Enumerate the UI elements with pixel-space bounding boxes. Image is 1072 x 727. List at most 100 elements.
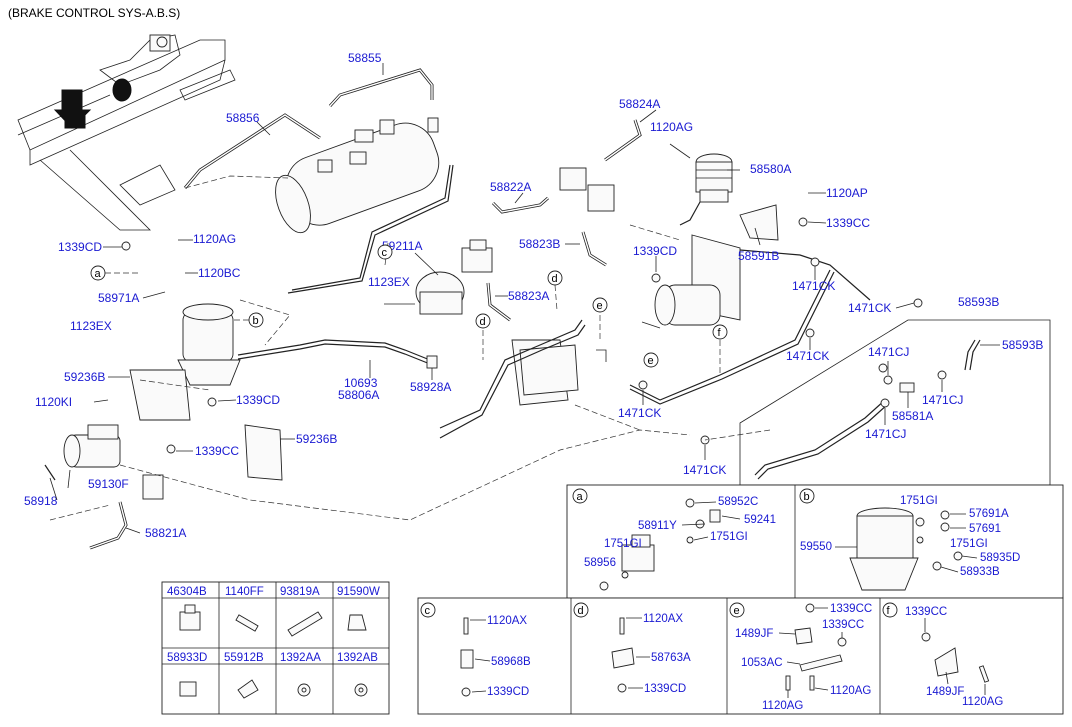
grid-part-number: 93819A <box>280 586 320 598</box>
detail-label: 1120AG <box>830 685 871 697</box>
detail-label: 59550 <box>800 541 832 553</box>
actuator-assembly <box>629 224 871 405</box>
detail-label: 58911Y <box>638 520 677 532</box>
detail-label: 1339CD <box>487 686 529 698</box>
compressor-59130F <box>44 424 283 550</box>
detail-label: 58935D <box>980 552 1020 564</box>
part-label: 1339CC <box>826 216 870 230</box>
part-label: 1123EX <box>368 275 410 289</box>
part-label: 10693 <box>344 376 378 390</box>
air-dryer-assembly <box>129 303 438 421</box>
detail-letter: b <box>804 491 810 503</box>
callout-letter: d <box>480 316 486 328</box>
diagram-title: (BRAKE CONTROL SYS-A.B.S) <box>8 6 181 20</box>
air-tank-assembly <box>183 68 454 294</box>
detail-label: 57691A <box>969 508 1009 520</box>
detail-panel-cdef: c d e f 1120AX 58968B 1339CD 1120AX 5876… <box>417 597 1064 715</box>
part-label: 1120AP <box>826 186 868 200</box>
part-label: 1120KI <box>35 395 72 409</box>
detail-label: 1489JF <box>735 628 773 640</box>
clip-fittings <box>121 217 947 454</box>
grid-part-number: 58933D <box>167 652 207 664</box>
abs-valve-group <box>461 119 642 322</box>
detail-panel-ab: a b 58952C 58911Y 59241 1751GI 1751GI 58… <box>566 484 1064 599</box>
grid-part-number: 91590W <box>337 586 380 598</box>
detail-label: 58933B <box>960 566 1000 578</box>
part-label: 58855 <box>348 51 382 65</box>
part-label: 1471CK <box>786 349 829 363</box>
part-label: 1339CD <box>58 240 102 254</box>
part-label: 58918 <box>24 494 58 508</box>
detail-letter: f <box>887 605 891 617</box>
part-label: 1471CJ <box>865 427 906 441</box>
detail-label: 1751GI <box>950 538 988 550</box>
detail-label: 1339CC <box>905 606 947 618</box>
part-label: 58928A <box>410 380 451 394</box>
grid-part-number: 1392AB <box>337 652 378 664</box>
detail-label: 1339CC <box>830 603 872 615</box>
part-label: 58824A <box>619 97 660 111</box>
valve-plate <box>439 319 661 439</box>
part-label: 59130F <box>88 477 129 491</box>
grid-part-number: 1392AA <box>280 652 321 664</box>
part-label: 58971A <box>98 291 139 305</box>
callout-letter: f <box>718 327 722 339</box>
callout-letter: c <box>382 247 388 259</box>
grid-part-number: 55912B <box>224 652 264 664</box>
detail-label: 1120AG <box>962 696 1003 708</box>
part-label: 58806A <box>338 388 379 402</box>
detail-label: 1339CC <box>822 619 864 631</box>
detail-letter: e <box>734 605 740 617</box>
detail-label: 1120AX <box>487 615 527 627</box>
part-label: 58580A <box>750 162 791 176</box>
detail-label: 58952C <box>718 496 758 508</box>
detail-label: 1489JF <box>926 686 964 698</box>
valve-59211A <box>384 271 465 315</box>
reservoir-58580A <box>669 143 779 241</box>
callout-letter: e <box>648 355 654 367</box>
detail-label: 1053AC <box>741 657 783 669</box>
part-label: 58823A <box>508 289 549 303</box>
detail-label: 1339CD <box>644 683 686 695</box>
part-label: 1471CK <box>848 301 891 315</box>
callout-letter: a <box>95 268 102 280</box>
parts-grid: 46304B 1140FF 93819A 91590W 58933D 55912… <box>161 581 390 715</box>
detail-label: 57691 <box>969 523 1001 535</box>
part-label: 58593B <box>958 295 999 309</box>
part-label: 58581A <box>892 409 933 423</box>
grid-part-number: 46304B <box>167 586 207 598</box>
detail-label: 1120AG <box>762 700 803 712</box>
dashed-routing <box>49 242 771 521</box>
part-label: 59211A <box>382 239 422 253</box>
part-label: 1120AG <box>193 232 236 246</box>
part-label: 59236B <box>64 370 105 384</box>
leader-lines <box>49 63 1000 534</box>
part-label: 58822A <box>490 180 531 194</box>
detail-label: 1120AX <box>643 613 683 625</box>
part-label: 1123EX <box>70 319 112 333</box>
detail-label: 1751GI <box>900 495 938 507</box>
hose-58593B <box>739 319 1051 486</box>
part-label: 1471CK <box>618 406 661 420</box>
detail-letter: c <box>425 605 431 617</box>
part-labels: 58855 58856 58824A 1120AG 58580A 58822A … <box>24 51 1043 540</box>
part-label: 1471CJ <box>922 393 963 407</box>
part-label: 1339CD <box>236 393 280 407</box>
callout-markers: a b c d d e e f <box>90 244 728 368</box>
detail-label: 1751GI <box>604 538 642 550</box>
detail-label: 58968B <box>491 656 531 668</box>
vehicle-frame-illustration <box>17 34 236 231</box>
callout-letter: d <box>552 273 558 285</box>
part-label: 58856 <box>226 111 260 125</box>
part-label: 58823B <box>519 237 560 251</box>
part-label: 58591B <box>738 249 779 263</box>
detail-letter: d <box>578 605 584 617</box>
detail-label: 58956 <box>584 557 616 569</box>
part-label: 1471CK <box>683 463 726 477</box>
callout-letter: e <box>597 300 603 312</box>
detail-letter: a <box>577 491 584 503</box>
detail-label: 59241 <box>744 514 776 526</box>
part-label: 58821A <box>145 526 186 540</box>
part-label: 58593B <box>1002 338 1043 352</box>
